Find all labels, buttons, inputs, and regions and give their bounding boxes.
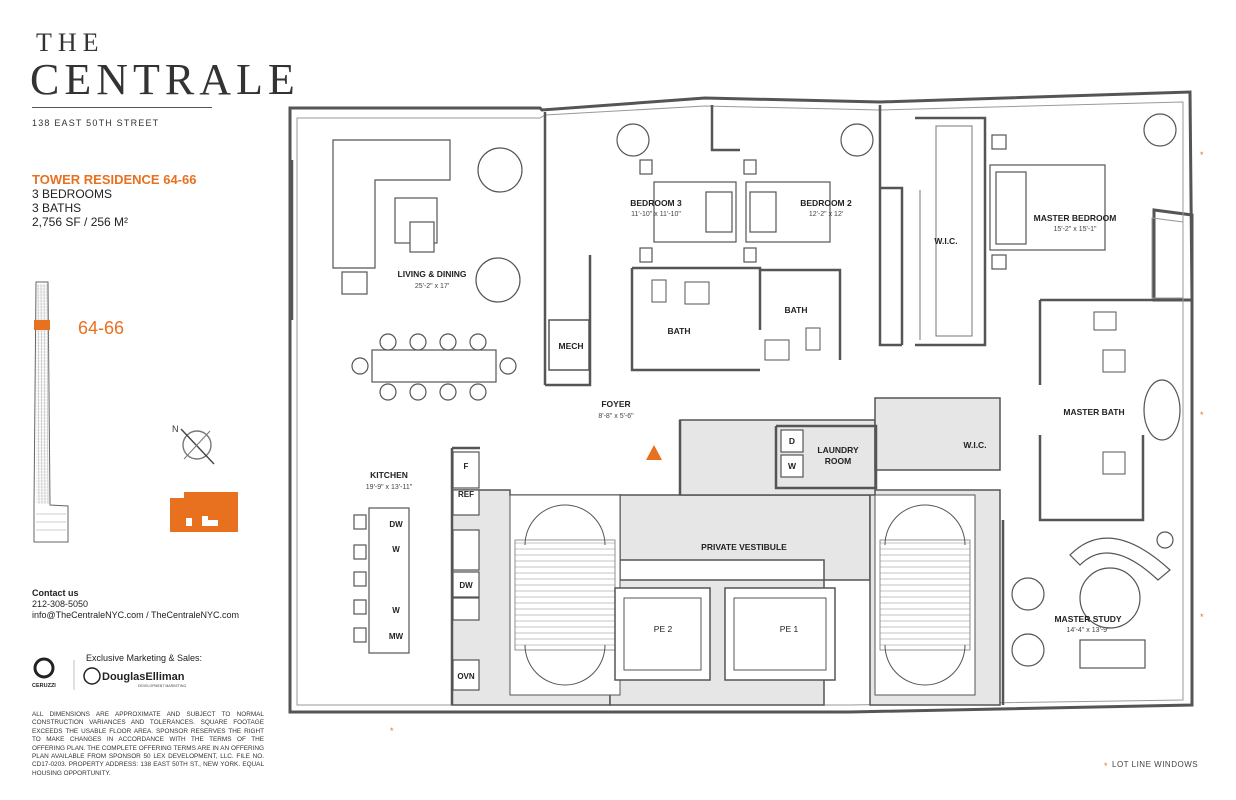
contact-heading: Contact us [32, 588, 79, 598]
kitchen-island [353, 507, 410, 654]
developer-name: CERUZZI [32, 683, 56, 689]
room-foyer-label: FOYER [601, 399, 630, 409]
appliance-ref-label: REF [458, 490, 474, 499]
foyer-dims: 8'-8" x 5'-6" [598, 413, 634, 420]
bedroom-3-bed [639, 159, 737, 263]
laundry-washer-label: W [788, 461, 797, 471]
tower-floor-label: 64-66 [78, 318, 125, 338]
svg-text:*: * [1200, 150, 1204, 160]
room-bedroom2-label: BEDROOM 2 [800, 198, 852, 208]
laundry-dryer-label: D [789, 436, 795, 446]
room-dimensions: 25'-2" x 17' 11'-10" x 11'-10" 12'-2" x … [366, 211, 1110, 634]
tower-highlight [34, 320, 50, 330]
mech-closet [548, 319, 590, 371]
compass-icon: N [172, 424, 215, 465]
elevator-pe2 [614, 587, 711, 681]
room-wic2-label: W.I.C. [963, 440, 986, 450]
appliance-ovn-label: OVN [457, 672, 475, 681]
room-labels: LIVING & DINING BEDROOM 3 BEDROOM 2 MAST… [370, 198, 1125, 634]
room-master-bath-label: MASTER BATH [1063, 407, 1124, 417]
room-bath2-label: BATH [785, 305, 808, 315]
bedroom2-dims: 12'-2" x 12' [809, 211, 843, 218]
marketing-label: Exclusive Marketing & Sales: [86, 653, 203, 663]
contact-phone[interactable]: 212-308-5050 [32, 599, 89, 609]
bedroom3-dims: 11'-10" x 11'-10" [631, 211, 681, 218]
room-master-bedroom-label: MASTER BEDROOM [1034, 213, 1117, 223]
room-laundry-label: LAUNDRY [817, 445, 859, 455]
living-dims: 25'-2" x 17' [415, 283, 449, 290]
appliance-dw2-label: DW [459, 581, 473, 590]
bedroom-armchairs [616, 113, 1177, 157]
room-living-label: LIVING & DINING [398, 269, 467, 279]
wic1-closet-rails [919, 125, 973, 340]
brand-line-1: THE [36, 28, 105, 57]
interior-walls [290, 105, 1154, 705]
elevator-pe1 [724, 587, 836, 681]
legend-label: LOT LINE WINDOWS [1112, 760, 1199, 769]
bedroom-2-bed [743, 159, 831, 263]
room-mech-label: MECH [558, 341, 583, 351]
master-bathtub [1143, 379, 1181, 441]
svg-text:*: * [1200, 612, 1204, 622]
bath-fixtures [651, 279, 1126, 475]
washer [780, 454, 804, 478]
stairwell-right [874, 494, 976, 696]
floor-plan: * * * * LIVING & DINING BEDROOM 3 BEDROOM 2… [288, 90, 1204, 736]
living-sofa [332, 139, 523, 303]
elevator-pe2-label: PE 2 [654, 624, 673, 634]
brand-divider [32, 107, 212, 108]
brand-line-2: CENTRALE [30, 55, 300, 104]
master-bedroom-dims: 15'-2" x 15'-1" [1053, 226, 1097, 233]
key-plan [170, 492, 238, 532]
master-study-furniture [1011, 531, 1174, 669]
room-vestibule-label: PRIVATE VESTIBULE [701, 542, 787, 552]
room-master-study-label: MASTER STUDY [1054, 614, 1121, 624]
room-kitchen-label: KITCHEN [370, 470, 408, 480]
master-study-dims: 14'-4" x 13'-9" [1066, 627, 1110, 634]
unit-bedrooms: 3 BEDROOMS [32, 187, 113, 201]
appliance-w2-label: W [392, 606, 400, 615]
agency-name: DouglasElliman [102, 671, 185, 683]
unit-baths: 3 BATHS [32, 201, 82, 215]
lot-line-marker-icon: * [1104, 761, 1108, 771]
appliance-fridge-label: F [464, 462, 469, 471]
compass-north-label: N [172, 424, 179, 434]
room-bath1-label: BATH [668, 326, 691, 336]
dryer [780, 429, 804, 453]
kitchen-counter [452, 451, 480, 691]
building-address: 138 EAST 50TH STREET [32, 118, 160, 128]
appliance-labels: F REF DW W DW W MW OVN [389, 462, 475, 681]
room-laundry-label-2: ROOM [825, 456, 851, 466]
appliance-mw-label: MW [389, 632, 404, 641]
lot-line-window-markers: * * * * [390, 150, 1204, 736]
tower-elevation [33, 281, 69, 543]
agency-subtitle: DEVELOPMENT MARKETING [138, 684, 186, 688]
unit-area: 2,756 SF / 256 M² [32, 215, 129, 229]
marketing-logos: CERUZZI DouglasElliman DEVELOPMENT MARKE… [32, 657, 186, 690]
dining-table [351, 333, 517, 401]
elliman-logo-icon [83, 667, 101, 685]
appliance-w1-label: W [392, 545, 400, 554]
stairwell-left [509, 494, 621, 696]
appliance-dw1-label: DW [389, 520, 403, 529]
kitchen-dims: 19'-9" x 13'-11" [366, 484, 413, 491]
contact-email-web[interactable]: info@TheCentraleNYC.com / TheCentraleNYC… [32, 610, 240, 620]
room-bedroom3-label: BEDROOM 3 [630, 198, 682, 208]
elevator-pe1-label: PE 1 [780, 624, 799, 634]
unit-title: TOWER RESIDENCE 64-66 [32, 172, 197, 187]
entry-arrow-icon [646, 445, 662, 460]
legal-disclaimer: ALL DIMENSIONS ARE APPROXIMATE AND SUBJE… [32, 711, 264, 777]
svg-text:*: * [1200, 410, 1204, 420]
svg-text:*: * [390, 726, 394, 736]
room-wic1-label: W.I.C. [934, 236, 957, 246]
master-bed [989, 134, 1106, 270]
ceruzzi-logo-icon [33, 657, 55, 679]
